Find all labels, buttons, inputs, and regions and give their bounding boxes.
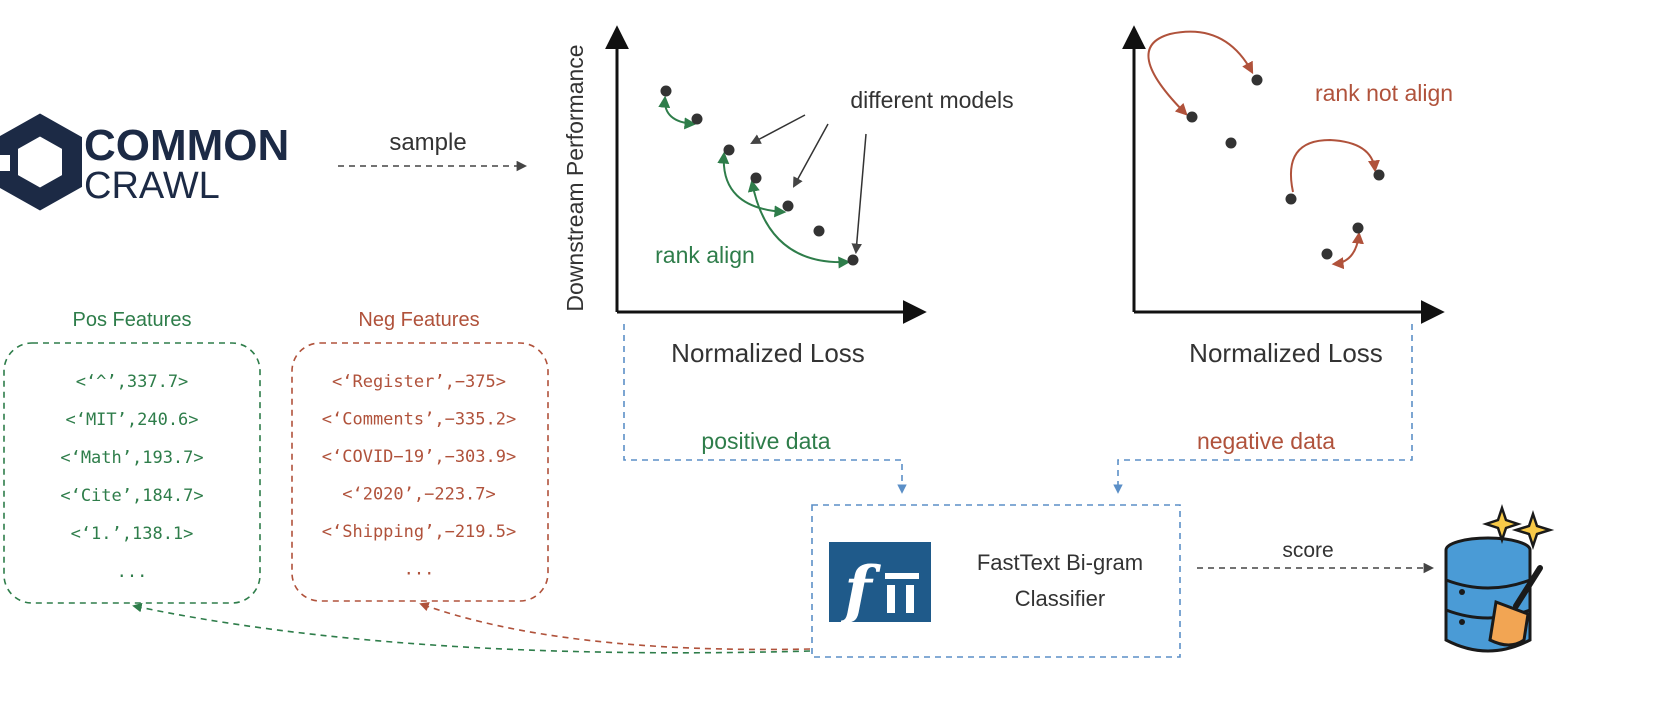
model-point	[847, 254, 859, 266]
feature-item: <‘^’,337.7>	[76, 372, 189, 392]
negative-data-route	[1113, 324, 1413, 494]
model-point	[1251, 74, 1263, 86]
hexagon-logo-icon	[0, 113, 82, 211]
model-point	[1186, 111, 1198, 123]
positive-data-label: positive data	[701, 428, 830, 454]
classifier-line2: Classifier	[1015, 586, 1105, 611]
logo-line2: CRAWL	[84, 165, 220, 207]
chart-right: Normalized Loss rank not align	[1122, 25, 1453, 368]
model-point	[782, 200, 794, 212]
database-broom-sparkle-icon	[1444, 504, 1555, 653]
model-point	[1321, 248, 1333, 260]
mismatch-arrow-3	[1331, 231, 1364, 270]
feature-item: <‘Shipping’,−219.5>	[322, 522, 516, 542]
feature-item: <‘1.’,138.1>	[71, 524, 194, 544]
model-point	[723, 144, 735, 156]
feature-item: <‘2020’,−223.7>	[342, 485, 496, 505]
feature-item: <‘Comments’,−335.2>	[322, 410, 516, 430]
fasttext-logo-icon: f	[829, 542, 931, 628]
model-point	[813, 225, 825, 237]
annotation-rank-align: rank align	[655, 242, 755, 268]
feature-item: <‘Math’,193.7>	[60, 448, 203, 468]
model-point	[691, 113, 703, 125]
pos-features-title: Pos Features	[73, 309, 192, 331]
feedback-arrow-pos	[132, 602, 811, 654]
feature-item: <‘COVID−19’,−303.9>	[322, 447, 516, 467]
feature-item: <‘MIT’,240.6>	[65, 410, 198, 430]
mismatch-arrow-1	[1147, 30, 1254, 116]
classifier-line1: FastText Bi-gram	[977, 550, 1143, 575]
neg-features-border	[291, 342, 549, 602]
models-pointer-3	[851, 133, 867, 255]
feature-item: <‘Cite’,184.7>	[60, 486, 203, 506]
model-point	[1352, 222, 1364, 234]
pos-features-border	[3, 342, 261, 604]
pos-features-panel: Pos Features <‘^’,337.7> <‘MIT’,240.6> <‘M…	[3, 309, 261, 604]
feature-item: ...	[117, 562, 148, 582]
logo-line1: COMMON	[84, 121, 289, 170]
negative-data-label: negative data	[1197, 428, 1335, 454]
score-label: score	[1282, 539, 1333, 562]
rank-arrow-3	[747, 179, 851, 269]
neg-features-title: Neg Features	[358, 309, 479, 331]
annotation-rank-not-align: rank not align	[1315, 80, 1453, 106]
positive-data-route	[623, 324, 907, 494]
model-point	[1225, 137, 1237, 149]
model-point	[750, 172, 762, 184]
model-point	[1285, 193, 1297, 205]
chart-right-xlabel: Normalized Loss	[1189, 338, 1383, 368]
sample-label: sample	[389, 129, 466, 156]
rank-arrow-1	[658, 95, 697, 130]
chart-left: Downstream Performance Normalized Loss d…	[562, 25, 1014, 368]
classifier-border	[811, 504, 1181, 658]
feedback-arrow-neg	[419, 602, 811, 651]
chart-left-xlabel: Normalized Loss	[671, 338, 865, 368]
model-point	[1373, 169, 1385, 181]
neg-features-panel: Neg Features <‘Register’,−375> <‘Comments…	[291, 309, 549, 602]
annotation-different-models: different models	[850, 87, 1013, 113]
feature-item: ...	[404, 560, 435, 580]
common-crawl-logo: COMMON CRAWL	[0, 113, 289, 211]
mismatch-arrow-2	[1289, 138, 1380, 193]
models-pointer-1	[750, 114, 806, 144]
classifier-box: f FastText Bi-gram Classifier	[811, 504, 1181, 658]
model-point	[660, 85, 672, 97]
models-pointer-2	[792, 123, 829, 188]
feature-item: <‘Register’,−375>	[332, 372, 506, 392]
chart-left-ylabel: Downstream Performance	[562, 44, 588, 311]
